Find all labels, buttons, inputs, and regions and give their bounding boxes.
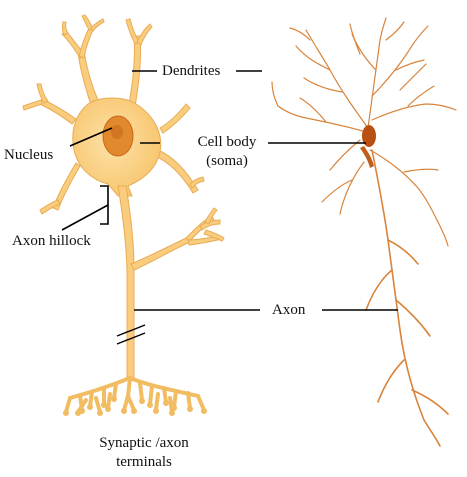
micrograph-dendrites — [271, 17, 457, 447]
illustration-dendrites — [22, 14, 205, 215]
illustration-axon — [117, 185, 225, 381]
label-axon-terminals-line1: Synaptic /axon — [99, 435, 189, 451]
label-axon: Axon — [272, 302, 306, 318]
axon-break-mark — [116, 324, 146, 345]
label-cell-body-line1: Cell body — [197, 134, 257, 150]
illustration-axon-terminals — [64, 376, 206, 414]
label-dendrites: Dendrites — [162, 63, 221, 79]
label-cell-body: Cell body (soma) — [190, 133, 264, 171]
axon-terminal-knobs — [63, 396, 207, 416]
label-axon-hillock: Axon hillock — [12, 233, 91, 249]
label-cell-body-line2: (soma) — [206, 153, 248, 169]
label-axon-terminals: Synaptic /axon terminals — [78, 434, 210, 472]
label-axon-terminals-line2: terminals — [116, 454, 172, 470]
leader-lines — [61, 70, 398, 311]
axon-hillock-leader — [61, 204, 109, 231]
micrograph-soma — [360, 125, 376, 168]
illustration-nucleus — [102, 115, 134, 157]
label-nucleus: Nucleus — [4, 147, 54, 163]
nucleus-leader — [69, 127, 113, 147]
